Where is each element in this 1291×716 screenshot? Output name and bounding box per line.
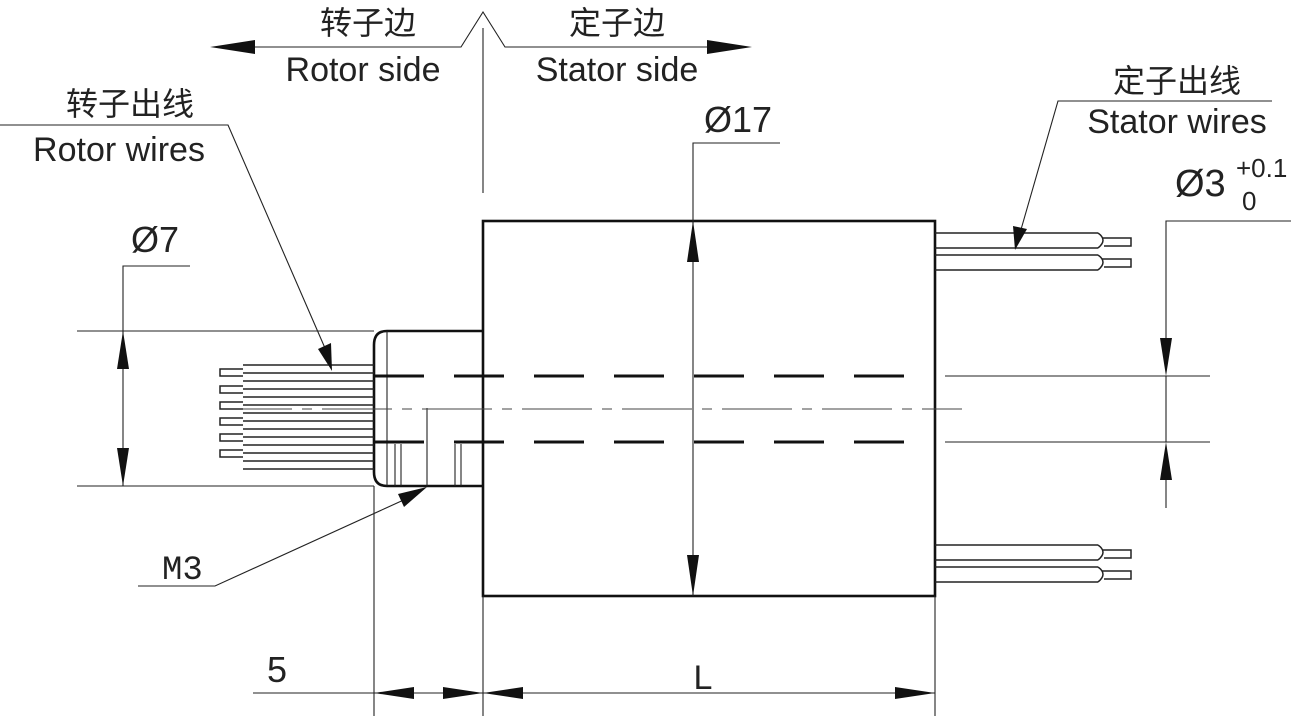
bore-tolerance-lower: 0 [1242,186,1256,216]
rotor-side-label-cn: 转子边 [320,4,416,42]
stator-side-arrowhead [707,40,752,54]
rotor-diameter-label: Ø7 [131,219,179,260]
stator-wires-label-cn: 定子出线 [1113,62,1241,100]
body-diameter-dimension: Ø17 [687,99,780,596]
stator-side-label-cn: 定子边 [569,4,665,42]
rotor-side-arrowhead [210,40,255,54]
shaft-length-label: 5 [267,649,287,690]
thread-callout: M3 [138,487,427,590]
rotor-diameter-dimension: Ø7 [77,219,374,487]
side-indicator: 转子边 Rotor side 定子边 Stator side [210,4,752,193]
thread-label: M3 [162,552,203,590]
stator-wires-bottom [935,544,1132,583]
bore-diameter-dimension: Ø3 +0.1 0 [945,153,1291,508]
rotor-side-label-en: Rotor side [286,51,441,89]
stator-wires-callout: 定子出线 Stator wires [1013,62,1272,250]
rotor-wires-label-cn: 转子出线 [66,85,194,123]
rotor-wires [219,364,374,470]
body-length-label: L [694,659,713,697]
rotor-wires-callout: 转子出线 Rotor wires [0,85,332,371]
bore-diameter-label: Ø3 [1175,163,1226,205]
stator-wires-top [935,232,1132,271]
stator-side-label-en: Stator side [536,51,699,89]
rotor-wires-label-en: Rotor wires [33,131,205,169]
length-dimensions: 5 L [253,486,936,716]
stator-wires-label-en: Stator wires [1087,103,1267,141]
bore-tolerance-upper: +0.1 [1236,153,1287,183]
body-diameter-label: Ø17 [704,99,772,140]
